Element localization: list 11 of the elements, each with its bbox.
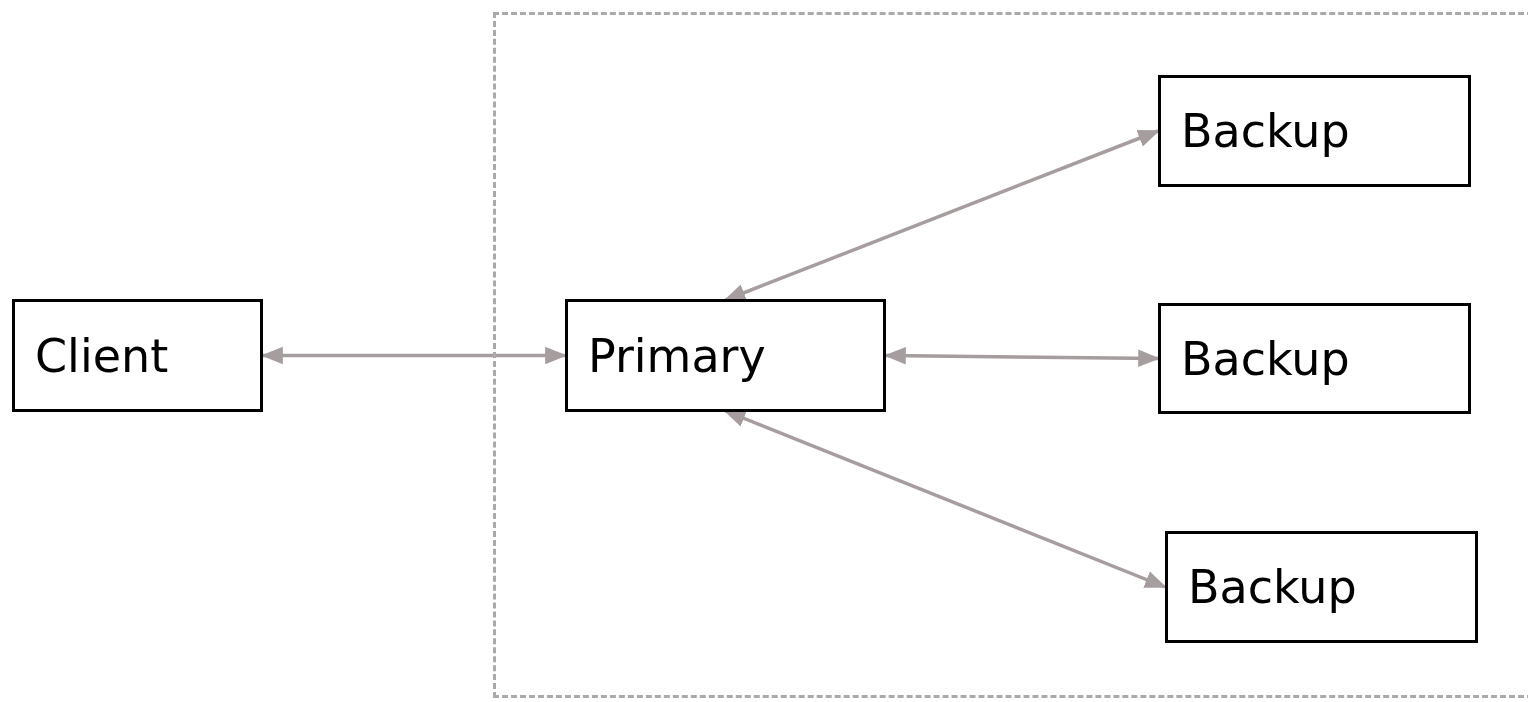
process-box <box>1158 303 1471 414</box>
process-box <box>12 299 263 412</box>
node-label: Client <box>35 328 169 383</box>
process-box <box>565 299 886 412</box>
dashed-group-box <box>493 12 1528 698</box>
node-label: Backup <box>1181 104 1350 158</box>
process-box <box>1165 531 1478 643</box>
node-label: Primary <box>588 328 766 383</box>
process-box <box>1158 75 1471 187</box>
node-label: Backup <box>1181 331 1350 386</box>
node-label: Backup <box>1188 560 1357 614</box>
